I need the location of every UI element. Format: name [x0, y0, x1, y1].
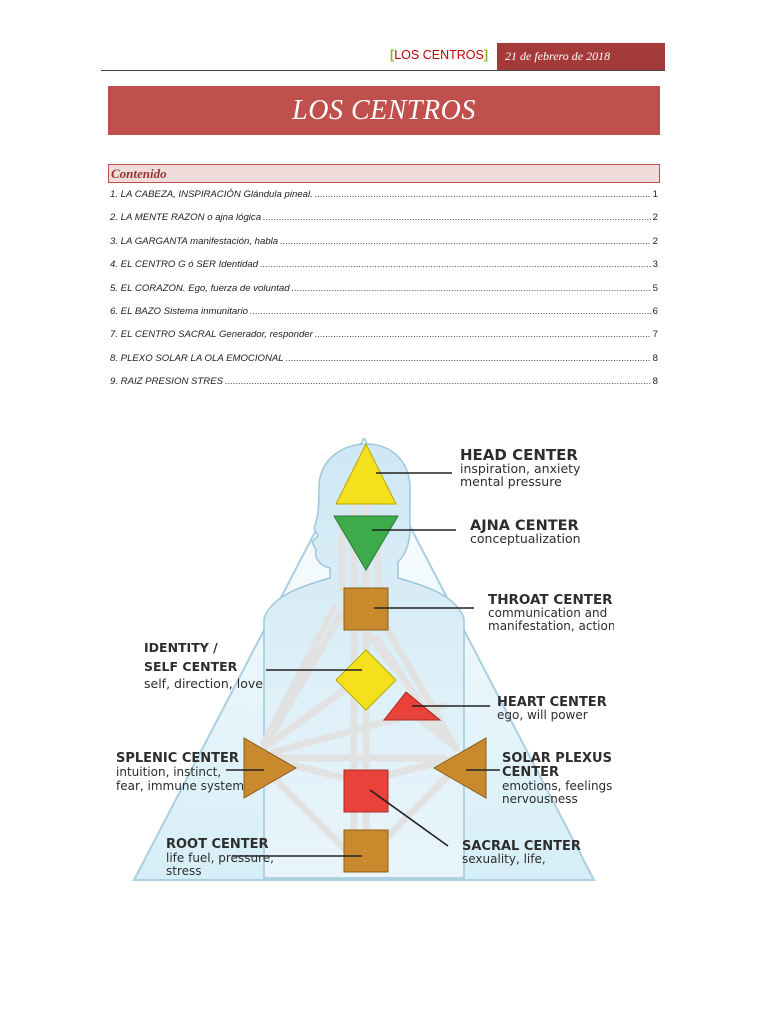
- splenic-center-desc-1: intuition, instinct,: [116, 765, 221, 779]
- solar-plexus-title-1: SOLAR PLEXUS: [502, 751, 612, 766]
- toc-entry[interactable]: 7. EL CENTRO SACRAL Generador, responder…: [110, 329, 658, 352]
- solar-plexus-desc-1: emotions, feelings: [502, 779, 612, 793]
- root-center-desc-1: life fuel, pressure,: [166, 851, 274, 865]
- header-title: [LOS CENTROS]: [390, 48, 488, 62]
- toc-entry-label[interactable]: 2. LA MENTE RAZON o ajna lógica: [110, 212, 261, 223]
- table-of-contents: 1. LA CABEZA, INSPIRACIÓN Glándula pinea…: [110, 189, 658, 400]
- toc-entry[interactable]: 4. EL CENTRO G ó SER Identidad 3: [110, 259, 658, 282]
- throat-center-desc-1: communication and: [488, 606, 607, 620]
- header-rule: [101, 70, 665, 71]
- toc-leader: [315, 189, 651, 200]
- toc-entry-label[interactable]: 4. EL CENTRO G ó SER Identidad: [110, 259, 258, 270]
- toc-entry-page[interactable]: 5: [653, 283, 658, 294]
- heart-center-desc: ego, will power: [497, 708, 588, 722]
- ajna-center-desc: conceptualization: [470, 531, 581, 546]
- toc-entry-page[interactable]: 3: [653, 259, 658, 270]
- toc-entry-label[interactable]: 6. EL BAZO Sistema inmunitario: [110, 306, 248, 317]
- toc-entry[interactable]: 5. EL CORAZON. Ego, fuerza de voluntad 5: [110, 283, 658, 306]
- toc-leader: [225, 376, 651, 387]
- toc-heading: Contenido: [108, 164, 660, 183]
- toc-leader: [263, 212, 651, 223]
- toc-entry[interactable]: 9. RAIZ PRESION STRES 8: [110, 376, 658, 399]
- toc-leader: [260, 259, 651, 270]
- toc-entry-label[interactable]: 9. RAIZ PRESION STRES: [110, 376, 223, 387]
- toc-leader: [280, 236, 651, 247]
- identity-center-desc: self, direction, love: [144, 676, 263, 691]
- toc-entry-page[interactable]: 6: [653, 306, 658, 317]
- toc-entry-label[interactable]: 8. PLEXO SOLAR LA OLA EMOCIONAL: [110, 353, 284, 364]
- sacral-center-square: [344, 770, 388, 812]
- header-title-text: LOS CENTROS: [394, 48, 484, 62]
- toc-entry[interactable]: 6. EL BAZO Sistema inmunitario 6: [110, 306, 658, 329]
- toc-entry[interactable]: 8. PLEXO SOLAR LA OLA EMOCIONAL 8: [110, 353, 658, 376]
- toc-entry-label[interactable]: 3. LA GARGANTA manifestación, habla: [110, 236, 278, 247]
- toc-entry-label[interactable]: 5. EL CORAZON. Ego, fuerza de voluntad: [110, 283, 290, 294]
- toc-entry-page[interactable]: 2: [653, 236, 658, 247]
- root-center-square: [344, 830, 388, 872]
- toc-entry-label[interactable]: 1. LA CABEZA, INSPIRACIÓN Glándula pinea…: [110, 189, 313, 200]
- toc-entry-page[interactable]: 1: [653, 189, 658, 200]
- identity-center-title-1: IDENTITY /: [144, 640, 218, 655]
- toc-leader: [286, 353, 651, 364]
- toc-entry[interactable]: 2. LA MENTE RAZON o ajna lógica 2: [110, 212, 658, 235]
- splenic-center-desc-2: fear, immune system: [116, 779, 244, 793]
- sacral-center-desc: sexuality, life,: [462, 852, 546, 866]
- solar-plexus-title-2: CENTER: [502, 765, 559, 780]
- identity-center-title-2: SELF CENTER: [144, 659, 238, 674]
- toc-leader: [292, 283, 651, 294]
- toc-leader: [250, 306, 651, 317]
- root-center-desc-2: stress: [166, 864, 202, 878]
- toc-leader: [315, 329, 651, 340]
- page-title: LOS CENTROS: [108, 86, 660, 135]
- toc-entry[interactable]: 1. LA CABEZA, INSPIRACIÓN Glándula pinea…: [110, 189, 658, 212]
- bracket-close: ]: [484, 48, 488, 62]
- toc-entry-page[interactable]: 8: [653, 376, 658, 387]
- root-center-title: ROOT CENTER: [166, 837, 269, 852]
- throat-center-square: [344, 588, 388, 630]
- throat-center-desc-2: manifestation, action: [488, 619, 614, 633]
- splenic-center-title: SPLENIC CENTER: [116, 751, 239, 766]
- toc-entry-label[interactable]: 7. EL CENTRO SACRAL Generador, responder: [110, 329, 313, 340]
- head-center-desc-2: mental pressure: [460, 474, 562, 489]
- centers-diagram: HEAD CENTER inspiration, anxiety mental …: [114, 438, 614, 882]
- toc-entry[interactable]: 3. LA GARGANTA manifestación, habla 2: [110, 236, 658, 259]
- toc-entry-page[interactable]: 8: [653, 353, 658, 364]
- toc-entry-page[interactable]: 2: [653, 212, 658, 223]
- header-date: 21 de febrero de 2018: [497, 43, 665, 70]
- toc-entry-page[interactable]: 7: [653, 329, 658, 340]
- solar-plexus-desc-2: nervousness: [502, 792, 578, 806]
